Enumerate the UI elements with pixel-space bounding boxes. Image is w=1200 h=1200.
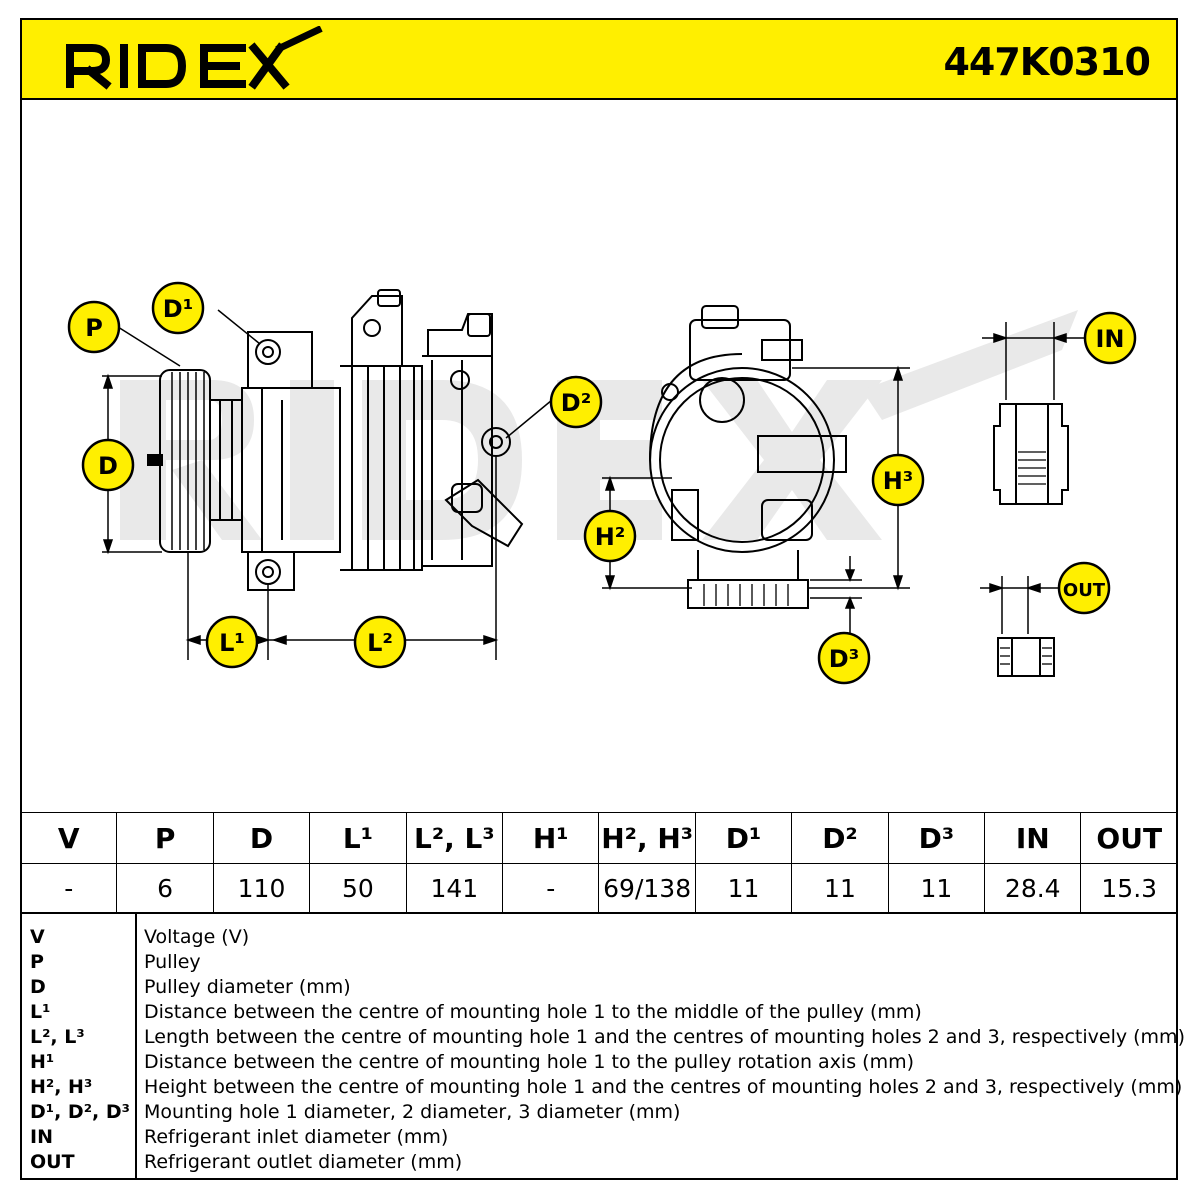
- legend-row: H², H³ Height between the centre of moun…: [20, 1074, 1182, 1099]
- badge-OUT-label: OUT: [1063, 580, 1106, 601]
- ridex-logo: [48, 25, 328, 96]
- spec-value-cell: -: [502, 863, 600, 913]
- legend-text: Height between the centre of mounting ho…: [144, 1076, 1183, 1098]
- refrigerant-fittings: [993, 403, 1069, 677]
- spec-value-cell: 50: [309, 863, 407, 913]
- legend-text: Length between the centre of mounting ho…: [144, 1026, 1185, 1048]
- spec-value-cell: 11: [887, 863, 986, 913]
- spec-value-cell: 15.3: [1080, 863, 1178, 913]
- spec-value-cell: 110: [212, 863, 311, 913]
- legend-key: H¹: [30, 1051, 55, 1073]
- spec-header-cell: D: [212, 812, 311, 864]
- legend-text: Pulley diameter (mm): [144, 976, 351, 998]
- badge-H3-label: H³: [883, 467, 914, 495]
- fitting-dimensions: [980, 322, 1084, 634]
- legend-key: V: [30, 926, 45, 948]
- badge-H3: H³: [871, 453, 925, 507]
- spec-value-cell: -: [19, 863, 118, 913]
- badge-H2: H²: [583, 509, 637, 563]
- spec-table: V P D L¹ L², L³ H¹ H², H³ D¹ D² D³ IN OU…: [19, 812, 1178, 913]
- badge-D2-label: D²: [561, 389, 591, 417]
- legend-row: OUT Refrigerant outlet diameter (mm): [20, 1149, 1178, 1174]
- spec-header-cell: H², H³: [598, 812, 696, 864]
- legend-text: Refrigerant outlet diameter (mm): [144, 1151, 463, 1173]
- spec-header-cell: OUT: [1080, 812, 1178, 864]
- legend: V Voltage (V) P Pulley D Pulley diameter…: [20, 912, 1185, 1180]
- legend-text: Pulley: [144, 951, 201, 973]
- ridex-watermark: [120, 310, 1078, 540]
- badge-P: P: [67, 300, 121, 354]
- legend-key: L¹: [30, 1001, 51, 1023]
- spec-value-row: - 6 110 50 141 - 69/138 11 11 11 28.4 15…: [19, 863, 1178, 913]
- legend-row: P Pulley: [20, 949, 1178, 974]
- spec-header-cell: V: [19, 812, 118, 864]
- badge-P-label: P: [85, 314, 103, 342]
- legend-row: L², L³ Length between the centre of moun…: [20, 1024, 1185, 1049]
- legend-text: Distance between the centre of mounting …: [144, 1051, 914, 1073]
- legend-text: Voltage (V): [144, 926, 250, 948]
- spec-header-cell: IN: [984, 812, 1082, 864]
- header-bar: 447K0310: [20, 18, 1178, 100]
- compressor-front-view: [649, 305, 847, 609]
- spec-header-cell: D³: [887, 812, 986, 864]
- legend-row: IN Refrigerant inlet diameter (mm): [20, 1124, 1178, 1149]
- spec-value-cell: 11: [694, 863, 793, 913]
- badge-D: D: [81, 438, 135, 492]
- badge-L2-label: L²: [367, 629, 393, 657]
- spec-header-cell: L², L³: [405, 812, 504, 864]
- badge-OUT: OUT: [1057, 561, 1111, 615]
- badge-IN-label: IN: [1095, 325, 1124, 353]
- badge-L1-label: L¹: [219, 629, 245, 657]
- spec-header-cell: D²: [791, 812, 889, 864]
- legend-key: H², H³: [30, 1076, 93, 1098]
- spec-value-cell: 6: [116, 863, 214, 913]
- spec-value-cell: 69/138: [598, 863, 696, 913]
- spec-value-cell: 141: [405, 863, 504, 913]
- spec-header-row: V P D L¹ L², L³ H¹ H², H³ D¹ D² D³ IN OU…: [19, 812, 1178, 864]
- legend-key: L², L³: [30, 1026, 85, 1048]
- legend-divider: [135, 914, 137, 1180]
- spec-value-cell: 28.4: [984, 863, 1082, 913]
- spec-header-cell: P: [116, 812, 214, 864]
- legend-row: L¹ Distance between the centre of mounti…: [20, 999, 1178, 1024]
- badge-D-label: D: [98, 452, 118, 480]
- legend-key: D: [30, 976, 46, 998]
- technical-drawing: P D D¹ D² L¹ L² H² H³: [22, 100, 1176, 812]
- badge-H2-label: H²: [595, 523, 626, 551]
- spec-header-cell: L¹: [309, 812, 407, 864]
- legend-key: P: [30, 951, 44, 973]
- legend-row: H¹ Distance between the centre of mounti…: [20, 1049, 1178, 1074]
- part-number: 447K0310: [943, 40, 1151, 84]
- compressor-side-view: [147, 289, 524, 591]
- legend-key: IN: [30, 1126, 53, 1148]
- legend-text: Distance between the centre of mounting …: [144, 1001, 922, 1023]
- legend-text: Refrigerant inlet diameter (mm): [144, 1126, 449, 1148]
- legend-row: D¹, D², D³ Mounting hole 1 diameter, 2 d…: [20, 1099, 1178, 1124]
- legend-key: OUT: [30, 1151, 75, 1173]
- legend-row: D Pulley diameter (mm): [20, 974, 1178, 999]
- badge-D2: D²: [549, 375, 603, 429]
- badge-D1: D¹: [151, 281, 205, 335]
- spec-header-cell: H¹: [502, 812, 600, 864]
- badge-D3-label: D³: [829, 645, 859, 673]
- spec-value-cell: 11: [791, 863, 889, 913]
- badge-IN: IN: [1083, 311, 1137, 365]
- badge-D1-label: D¹: [163, 295, 193, 323]
- spec-header-cell: D¹: [694, 812, 793, 864]
- badge-L2: L²: [353, 615, 407, 669]
- badge-D3: D³: [817, 631, 871, 685]
- legend-text: Mounting hole 1 diameter, 2 diameter, 3 …: [144, 1101, 681, 1123]
- legend-key: D¹, D², D³: [30, 1101, 130, 1123]
- left-dimensions: [102, 309, 553, 660]
- badge-L1: L¹: [205, 615, 259, 669]
- legend-row: V Voltage (V): [20, 924, 1178, 949]
